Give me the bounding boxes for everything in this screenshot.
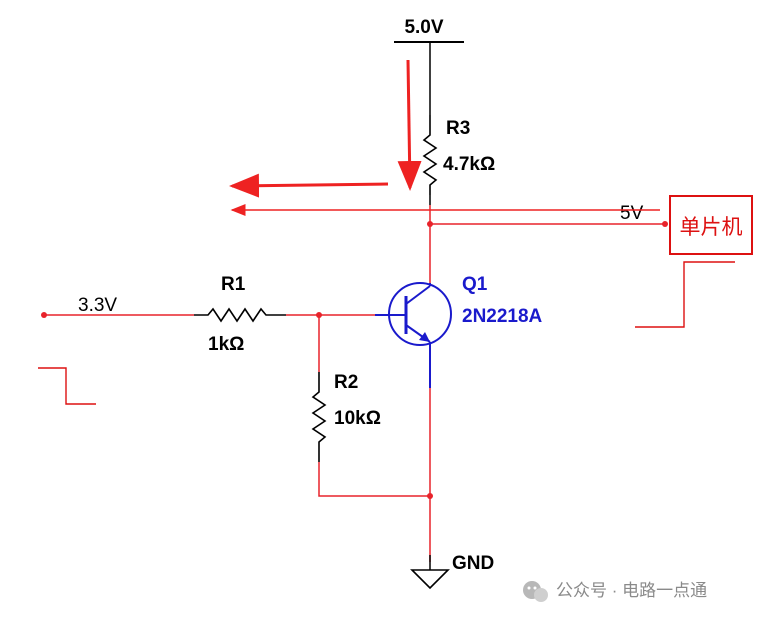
r1-value: 1kΩ [208,334,244,355]
r1-resistor [194,307,286,323]
q1-ref: Q1 [462,274,488,295]
output-terminal [662,221,668,227]
output-waveform [635,261,735,328]
wechat-icon [523,581,548,602]
r3-resistor [422,115,438,195]
r2-ref: R2 [334,372,358,393]
r3-value: 4.7kΩ [443,154,495,175]
q1-part: 2N2218A [462,306,543,327]
q1-transistor [375,282,452,388]
r3-ref: R3 [446,118,470,139]
watermark-text: 公众号 · 电路一点通 [556,581,707,600]
r1-ref: R1 [221,274,246,295]
current-arrow-down [397,59,422,191]
mcu-box [669,195,753,255]
r2-value: 10kΩ [334,408,381,429]
r2-bottom-wire [318,462,430,497]
input-label: 3.3V [78,295,117,316]
ground-label: GND [452,553,494,574]
ground-symbol [410,569,450,590]
output-label: 5V [620,203,644,224]
input-waveform [38,367,96,405]
collector-junction [427,221,433,227]
current-arrow-left-upper [229,173,389,198]
emitter-junction [427,493,433,499]
mcu-label: 单片机 [680,216,743,239]
vcc-label: 5.0V [404,17,443,38]
r2-resistor [311,372,327,462]
